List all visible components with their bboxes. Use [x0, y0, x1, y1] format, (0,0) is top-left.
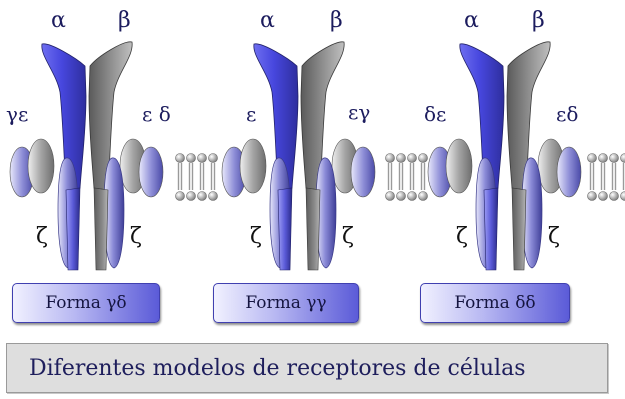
- right-chain-label-3: εδ: [556, 102, 579, 126]
- form-delta-delta-button[interactable]: Forma δδ: [420, 283, 570, 323]
- form-gamma-delta-button[interactable]: Forma γδ: [12, 283, 160, 323]
- alpha-label-3: α: [464, 8, 479, 33]
- zeta-right-label-3: ζ: [548, 224, 560, 249]
- zeta-right-label-1: ζ: [130, 224, 142, 249]
- caption: Diferentes modelos de receptores de célu…: [6, 343, 608, 393]
- beta-label-1: β: [118, 8, 131, 33]
- left-chain-label-3: δε: [424, 102, 447, 126]
- alpha-label-1: α: [51, 8, 66, 33]
- membrane-lipids-2: [384, 152, 429, 202]
- right-chain-label-2: εγ: [348, 100, 371, 124]
- zeta-left-label-2: ζ: [250, 224, 262, 249]
- zeta-right-label-2: ζ: [342, 224, 354, 249]
- beta-label-3: β: [532, 8, 545, 33]
- right-chain-label-1: ε δ: [142, 102, 171, 126]
- beta-label-2: β: [330, 8, 343, 33]
- membrane-lipids-3: [586, 152, 625, 202]
- left-chain-label-1: γε: [6, 102, 29, 126]
- zeta-left-label-3: ζ: [456, 224, 468, 249]
- membrane-lipids-1: [174, 152, 219, 202]
- left-chain-label-2: ε: [246, 102, 257, 126]
- form-gamma-gamma-button[interactable]: Forma γγ: [213, 283, 359, 323]
- alpha-label-2: α: [260, 8, 275, 33]
- zeta-left-label-1: ζ: [36, 224, 48, 249]
